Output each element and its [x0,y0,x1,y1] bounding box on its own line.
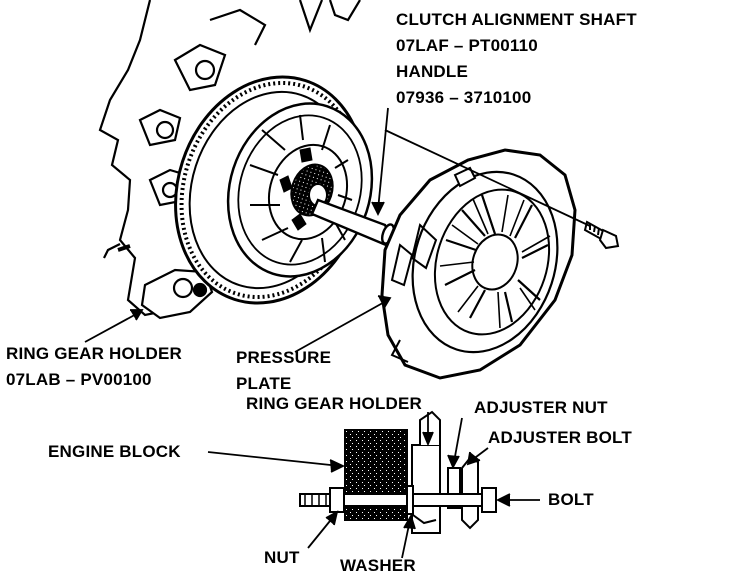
label-ring-gear-holder-part: 07LAB – PV00100 [6,370,152,389]
label-handle: HANDLE [396,62,469,81]
label-washer: WASHER [340,556,416,575]
leader-lines-lower [207,412,540,559]
ring-gear-holder-tool [140,268,214,320]
label-handle-part: 07936 – 3710100 [396,88,532,107]
pressure-plate-bolt [583,220,620,250]
clutch-disc [226,102,374,278]
label-bolt: BOLT [548,490,594,509]
leader-lines-upper [84,107,591,353]
label-nut: NUT [264,548,300,567]
label-adjuster-nut: ADJUSTER NUT [474,398,608,417]
label-pressure-plate-line2: PLATE [236,374,292,393]
label-engine-block: ENGINE BLOCK [48,442,181,461]
label-clutch-alignment-shaft: CLUTCH ALIGNMENT SHAFT [396,10,637,29]
pressure-plate [380,148,577,380]
label-pressure-plate-line1: PRESSURE [236,348,332,367]
cross-section-detail [299,410,497,534]
label-clutch-alignment-shaft-part: 07LAF – PT00110 [396,36,538,55]
label-adjuster-bolt: ADJUSTER BOLT [488,428,632,447]
label-ring-gear-holder: RING GEAR HOLDER [6,344,183,363]
label-ring-gear-holder-detail: RING GEAR HOLDER [246,394,423,413]
